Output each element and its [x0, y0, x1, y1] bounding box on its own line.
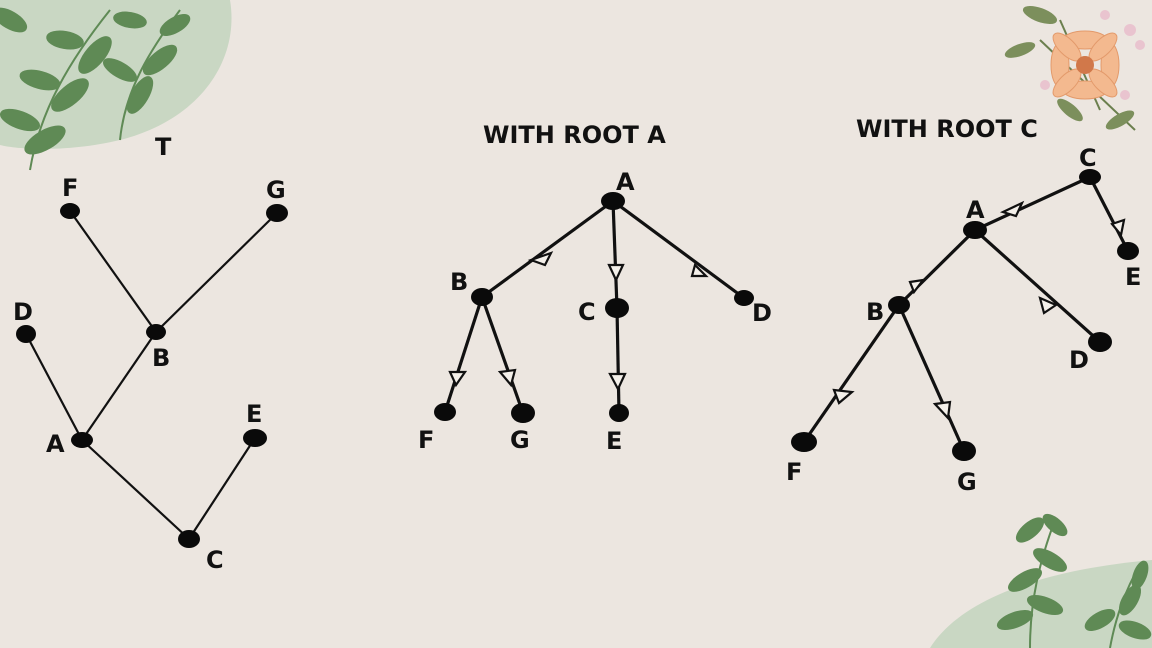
label-e: E	[606, 427, 622, 455]
edge-g-b	[155, 212, 278, 333]
label-e: E	[246, 400, 262, 428]
node-a	[601, 192, 625, 210]
label-c: C	[578, 298, 596, 326]
label-a: A	[966, 196, 985, 224]
node-g	[266, 204, 288, 222]
arrowhead-c-e	[1110, 218, 1126, 238]
arrowhead-c-a	[999, 200, 1025, 218]
edge-c-e	[615, 307, 621, 414]
node-b	[888, 296, 910, 314]
arrowhead-b-f	[448, 370, 468, 388]
edge-b-g	[897, 304, 966, 452]
arrowhead-a-d	[1038, 296, 1059, 315]
label-g: G	[957, 468, 977, 496]
edge-b-f	[443, 296, 484, 413]
title-root-a: WITH ROOT A	[483, 121, 666, 149]
edge-a-d	[973, 228, 1102, 344]
arrowhead-a-d	[690, 262, 709, 278]
arrowhead-c-e	[608, 372, 627, 392]
label-c: C	[1079, 144, 1097, 172]
node-e	[243, 429, 267, 447]
label-f: F	[62, 174, 78, 202]
node-f	[434, 403, 456, 421]
node-d	[1088, 332, 1112, 352]
edge-a-c	[611, 200, 619, 309]
label-d: D	[752, 299, 772, 327]
node-b	[471, 288, 493, 306]
arrowhead-a-b	[908, 278, 926, 295]
diagram-root-a: WITH ROOT A A B C D F G E	[418, 121, 772, 455]
label-a: A	[616, 168, 635, 196]
leaves-decoration-top-left	[0, 0, 232, 171]
edge-b-f	[802, 304, 901, 443]
edge-c-e	[1088, 176, 1130, 252]
edge-a-b	[897, 228, 977, 307]
label-f: F	[418, 426, 434, 454]
diagram-root-c: WITH ROOT C C A E B D F G	[786, 115, 1141, 496]
label-c: C	[206, 546, 224, 574]
label-f: F	[786, 458, 802, 486]
node-d	[734, 290, 754, 306]
node-a	[71, 432, 93, 448]
label-g: G	[510, 426, 530, 454]
label-g: G	[266, 176, 286, 204]
node-c	[178, 530, 200, 548]
arrowhead-b-g	[497, 368, 517, 388]
node-e	[1117, 242, 1139, 260]
node-e	[609, 404, 629, 422]
node-a	[963, 221, 987, 239]
edge-b-g	[480, 296, 525, 414]
node-b	[146, 324, 166, 340]
node-g	[952, 441, 976, 461]
node-f	[791, 432, 817, 452]
arrowhead-a-c	[607, 263, 625, 283]
diagram-tree-t: T F G D B A E C	[13, 133, 288, 574]
node-g	[511, 403, 535, 423]
label-d: D	[1069, 346, 1089, 374]
arrowhead-b-f	[832, 388, 855, 405]
edge-a-c	[81, 439, 190, 540]
edge-c-a	[974, 175, 1091, 232]
arrowhead-b-g	[932, 400, 952, 421]
node-c	[605, 298, 629, 318]
title-root-c: WITH ROOT C	[856, 115, 1038, 143]
arrowhead-a-b	[527, 251, 554, 267]
label-b: B	[152, 344, 170, 372]
node-d	[16, 325, 36, 343]
edge-d-a	[25, 333, 83, 441]
label-d: D	[13, 298, 33, 326]
label-b: B	[450, 268, 468, 296]
edge-b-a	[81, 331, 157, 441]
edge-a-b	[481, 199, 614, 299]
node-c	[1079, 169, 1101, 185]
flower-bouquet-decoration	[1004, 5, 1145, 131]
label-a: A	[46, 430, 65, 458]
label-e: E	[1125, 263, 1141, 291]
node-f	[60, 203, 80, 219]
edge-f-b	[69, 210, 157, 333]
edge-a-d	[612, 199, 745, 300]
edge-c-e	[188, 437, 256, 540]
label-b: B	[866, 298, 884, 326]
title-tree-t: T	[155, 133, 172, 161]
leaves-decoration-bottom-right	[930, 513, 1152, 648]
